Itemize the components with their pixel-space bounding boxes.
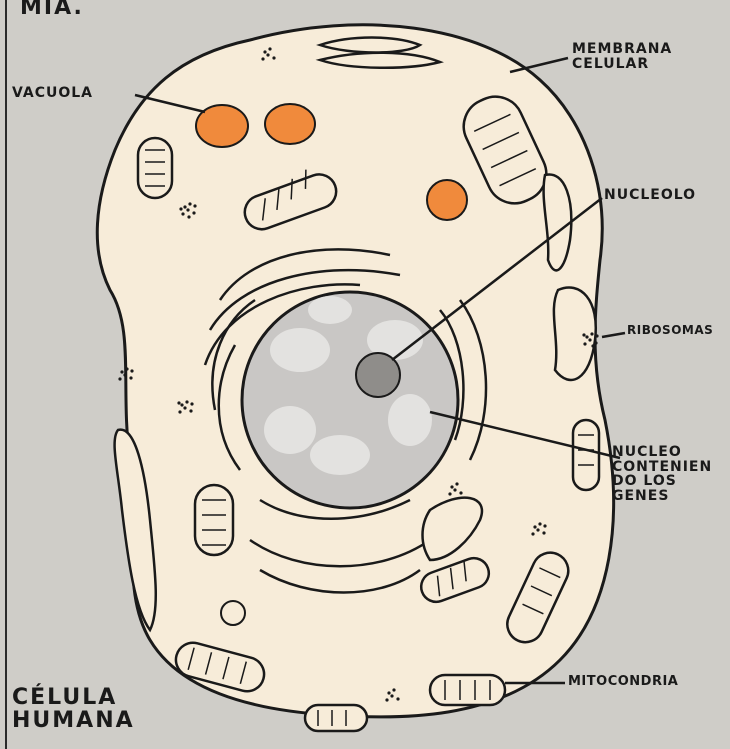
- caption-line-1: CÉLULA: [12, 686, 135, 709]
- label-membrana-celular: MEMBRANA CELULAR: [572, 42, 672, 71]
- mitochondrion-10: [573, 420, 599, 490]
- label-mitocondria: MITOCONDRIA: [568, 675, 678, 689]
- caption: CÉLULA HUMANA: [12, 686, 135, 732]
- lysosome: [221, 601, 245, 625]
- nucleus: [242, 292, 458, 508]
- label-nucleo: NUCLEO CONTENIEN DO LOS GENES: [612, 445, 712, 504]
- label-vacuola: VACUOLA: [12, 86, 93, 101]
- mitochondrion-2: [138, 138, 172, 198]
- mitochondrion-4: [195, 485, 233, 555]
- mitochondrion-9: [305, 705, 367, 731]
- caption-line-2: HUMANA: [12, 709, 135, 732]
- leader-ribosomas: [602, 333, 625, 337]
- label-ribosomas: RIBOSOMAS: [627, 324, 713, 337]
- vacuole-2: [265, 104, 315, 144]
- mitochondrion-7: [430, 675, 505, 705]
- vacuole-3: [427, 180, 467, 220]
- header-fragment: MIA.: [20, 0, 84, 19]
- label-nucleolo: NUCLEOLO: [604, 188, 696, 203]
